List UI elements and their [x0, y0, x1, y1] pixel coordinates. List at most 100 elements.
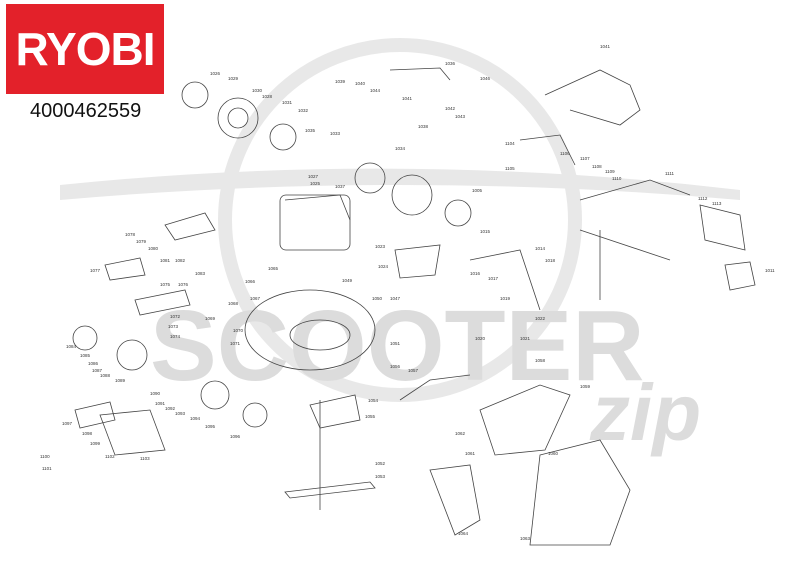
- callout-label: 1041: [402, 96, 413, 101]
- callout-label: 1079: [136, 239, 147, 244]
- callout-label: 1050: [372, 296, 383, 301]
- blade-part: [284, 481, 376, 499]
- callout-label: 1042: [445, 106, 456, 111]
- callout-label: 1022: [535, 316, 546, 321]
- callout-label: 1101: [42, 466, 52, 471]
- callout-label: 1068: [228, 301, 239, 306]
- callout-label: 1063: [520, 536, 531, 541]
- callout-label: 1028: [262, 94, 273, 99]
- mulch-plug-part: [74, 401, 116, 429]
- ryobi-logo: RYOBI: [6, 4, 164, 94]
- front-wheel-part: [116, 339, 148, 371]
- callout-label: 1018: [545, 258, 556, 263]
- watermark-sub: zip: [589, 368, 701, 457]
- rear-wheel-part: [217, 97, 259, 139]
- callout-label: 1104: [505, 141, 515, 146]
- callout-label: 1040: [355, 81, 366, 86]
- callout-label: 1058: [535, 358, 546, 363]
- callout-label: 1097: [62, 421, 73, 426]
- bag-frame-part: [429, 464, 481, 536]
- engine-part: [279, 194, 351, 251]
- handle-bracket-part: [699, 204, 746, 251]
- callout-label: 1109: [605, 169, 615, 174]
- callout-label: 1053: [375, 474, 386, 479]
- callout-label: 1033: [330, 131, 341, 136]
- callout-label: 1102: [105, 454, 115, 459]
- height-lever-part: [399, 374, 471, 401]
- callout-label: 1062: [455, 431, 466, 436]
- callout-label: 1099: [90, 441, 101, 446]
- callout-label: 1090: [150, 391, 161, 396]
- callout-label: 1065: [268, 266, 279, 271]
- top-cover-part: [394, 244, 441, 279]
- callout-label: 1055: [365, 414, 376, 419]
- callout-label: 1087: [92, 368, 103, 373]
- callout-label: 1011: [765, 268, 775, 273]
- callout-label: 1106: [560, 151, 570, 156]
- callout-label: 1100: [40, 454, 50, 459]
- callout-label: 1019: [500, 296, 511, 301]
- callout-label: 1089: [115, 378, 126, 383]
- watermark-main: SCOOTER: [150, 290, 644, 402]
- parts: [72, 67, 756, 546]
- callout-label: 1076: [178, 282, 189, 287]
- callout-label: 1030: [252, 88, 263, 93]
- callout-label: 1073: [168, 324, 179, 329]
- callout-label: 1082: [175, 258, 186, 263]
- callout-label: 1094: [190, 416, 201, 421]
- callout-label: 1023: [375, 244, 386, 249]
- callout-label: 1020: [475, 336, 486, 341]
- callout-label: 1021: [520, 336, 531, 341]
- callout-label: 1098: [82, 431, 93, 436]
- callout-label: 1112: [698, 196, 708, 201]
- callout-label: 1103: [140, 456, 150, 461]
- watermark: SCOOTER zip: [60, 38, 740, 457]
- engine-cover-part: [164, 212, 216, 241]
- callout-label: 1096: [230, 434, 241, 439]
- callout-label: 1064: [458, 531, 469, 536]
- callout-label: 1017: [488, 276, 499, 281]
- callout-label: 1113: [712, 201, 722, 206]
- mower-deck-part: [244, 289, 376, 371]
- throttle-cable-part: [519, 134, 576, 166]
- callout-label: 1032: [298, 108, 309, 113]
- callout-label: 1066: [245, 279, 256, 284]
- callout-label: 1037: [335, 184, 346, 189]
- callout-label: 1067: [250, 296, 261, 301]
- callout-label: 1038: [418, 124, 429, 129]
- callout-label: 1041: [600, 44, 611, 49]
- callout-label: 1091: [155, 401, 166, 406]
- wheel-cap-part: [181, 81, 209, 109]
- callout-label: 1026: [210, 71, 221, 76]
- callout-label: 1107: [580, 156, 590, 161]
- part-number: 4000462559: [30, 100, 142, 122]
- callout-label: 1069: [205, 316, 216, 321]
- callout-label: 1093: [175, 411, 186, 416]
- callout-label: 1070: [233, 328, 244, 333]
- rear-chute-part: [479, 384, 571, 456]
- callout-label: 1081: [160, 258, 171, 263]
- callout-label: 1072: [170, 314, 181, 319]
- callout-label: 1057: [408, 368, 419, 373]
- blade-guard-part: [309, 394, 361, 429]
- callout-label: 1024: [378, 264, 389, 269]
- callout-label: 1047: [390, 296, 401, 301]
- front-wheel-cap-part: [72, 325, 98, 351]
- callout-label: 1027: [308, 174, 319, 179]
- callout-label: 1059: [580, 384, 591, 389]
- callout-label: 1060: [548, 451, 559, 456]
- callout-label: 1085: [80, 353, 91, 358]
- callout-label: 1088: [100, 373, 111, 378]
- callout-label: 1111: [665, 171, 675, 176]
- callout-label: 1080: [148, 246, 159, 251]
- ryobi-logo-text: RYOBI: [15, 23, 156, 75]
- callout-label: 1054: [368, 398, 379, 403]
- callout-label: 1015: [480, 229, 491, 234]
- callout-label: 1105: [505, 166, 515, 171]
- callout-label: 1043: [455, 114, 466, 119]
- callout-label: 1034: [395, 146, 406, 151]
- callout-label: 1092: [165, 406, 176, 411]
- callout-label: 1031: [282, 100, 293, 105]
- callout-label: 1052: [375, 461, 386, 466]
